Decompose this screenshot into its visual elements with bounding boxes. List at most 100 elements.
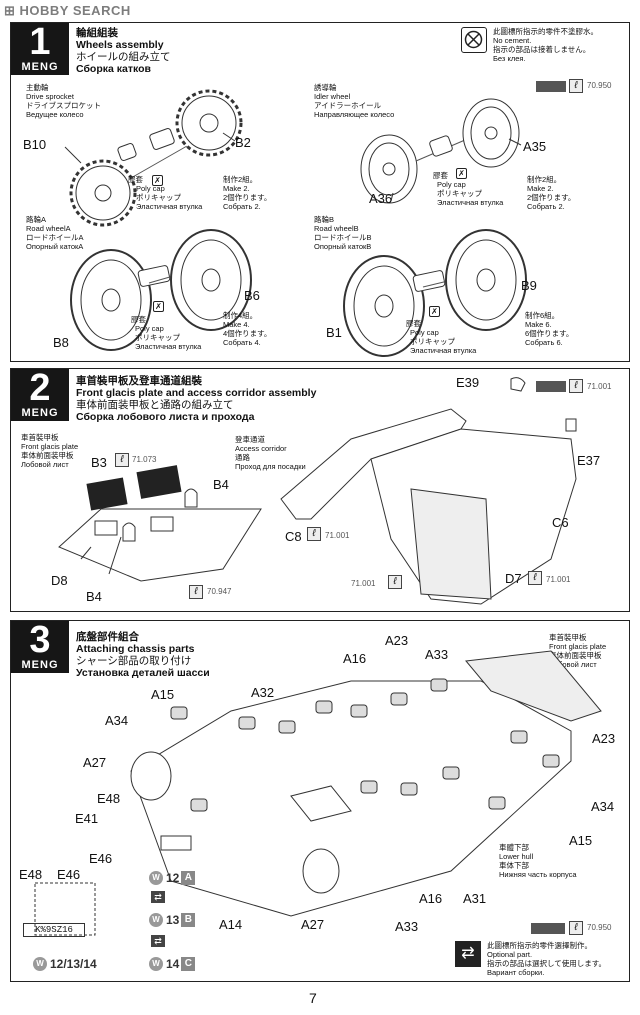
hull-hatch xyxy=(290,785,352,822)
part-c6: C6 xyxy=(552,515,569,530)
paint-icon: ℓ xyxy=(388,575,402,589)
part-a16: A16 xyxy=(419,891,443,906)
part-e37 xyxy=(565,418,577,432)
no-cement-note: 此圖標所指示的零件不塗膠水。No cement.指示の部品は接着しません。Без… xyxy=(493,27,598,63)
sprocket-b10 xyxy=(69,159,137,227)
part-b8: B8 xyxy=(53,335,69,350)
page-number: 7 xyxy=(309,990,317,1006)
corridor-d7 xyxy=(410,488,492,600)
part-a27: A27 xyxy=(83,755,107,770)
brand-logo: MENG xyxy=(21,659,59,671)
brand-logo: MENG xyxy=(21,61,59,73)
paint-code: 71.001 xyxy=(325,531,350,540)
part-b3-left xyxy=(86,477,128,511)
part-b4: B4 xyxy=(213,477,229,492)
make-6-note: 制作6組。Make 6.6個作ります。Собрать 6. xyxy=(525,311,574,347)
part-b1: B1 xyxy=(326,325,342,340)
paint-icon: ℓ xyxy=(528,571,542,585)
paint-icon: ℓ xyxy=(115,453,129,467)
idler-a36 xyxy=(360,134,418,204)
part-a34: A34 xyxy=(105,713,129,728)
paint-swatch-bar xyxy=(536,81,566,92)
detail-box xyxy=(34,882,96,936)
paint-code: 70.950 xyxy=(587,923,612,932)
part-b2: B2 xyxy=(235,135,251,150)
no-cement-icon: ✗ xyxy=(152,175,163,186)
paint-code: 70.947 xyxy=(207,587,232,596)
part-b3-right xyxy=(136,465,182,499)
part-e39: E39 xyxy=(456,375,480,390)
optional-icon: ⇄ xyxy=(151,935,165,947)
part-a36: A36 xyxy=(369,191,393,206)
paint-icon: ℓ xyxy=(307,527,321,541)
w-icon: W xyxy=(149,957,163,971)
license-plate: K%9SZ16 xyxy=(23,923,85,937)
step-number: 1 xyxy=(29,22,51,63)
glacis-plate xyxy=(465,650,602,722)
road-wheel-b8 xyxy=(70,249,152,351)
sprocket-b2 xyxy=(175,89,243,157)
step-number: 3 xyxy=(29,620,51,661)
part-a15: A15 xyxy=(151,687,175,702)
part-b3: B3 xyxy=(91,455,107,470)
part-a27-left xyxy=(130,751,172,801)
part-b6: B6 xyxy=(244,288,260,303)
paint-icon: ℓ xyxy=(569,921,583,935)
paint-icon: ℓ xyxy=(189,585,203,599)
part-e41: E41 xyxy=(75,811,99,826)
paint-swatch-bar xyxy=(536,381,566,392)
step-number: 2 xyxy=(29,368,51,409)
part-e37: E37 xyxy=(577,453,601,468)
idler-a35 xyxy=(462,98,520,168)
no-cement-icon xyxy=(461,27,487,53)
paint-code: 71.001 xyxy=(587,382,612,391)
part-a15: A15 xyxy=(569,833,593,848)
hobby-search-watermark: ⊞ HOBBY SEARCH xyxy=(4,3,131,18)
part-a35: A35 xyxy=(523,139,547,154)
part-a34: A34 xyxy=(591,799,615,814)
road-wheel-b1 xyxy=(343,255,425,357)
part-a14: A14 xyxy=(219,917,243,932)
step-1-badge: 1 MENG xyxy=(11,23,69,75)
wheels-drawing xyxy=(64,89,527,357)
part-a27: A27 xyxy=(301,917,325,932)
no-cement-icon: ✗ xyxy=(153,301,164,312)
part-b4: B4 xyxy=(86,589,102,604)
part-e46: E46 xyxy=(89,851,113,866)
part-e46: E46 xyxy=(57,867,81,882)
make-2-note: 制作2組。Make 2.2個作ります。Собрать 2. xyxy=(223,175,272,211)
road-wheel-b6 xyxy=(170,229,252,331)
part-d8: D8 xyxy=(51,573,68,588)
w-icon: W xyxy=(149,913,163,927)
make-4-note: 制作4組。Make 4.4個作ります。Собрать 4. xyxy=(223,311,272,347)
part-a16: A16 xyxy=(343,651,367,666)
no-cement-icon: ✗ xyxy=(429,306,440,317)
paint-code: 71.073 xyxy=(132,455,157,464)
paint-code: 71.001 xyxy=(351,579,376,588)
part-b10: B10 xyxy=(23,137,47,152)
optional-part-note: 此圖標所指示的零件選擇制作。Optional part.指示の部品は選択して使用… xyxy=(487,941,607,977)
chassis-drawing xyxy=(34,650,602,936)
part-a23: A23 xyxy=(385,633,409,648)
paint-icon: ℓ xyxy=(569,79,583,93)
w-icon: W xyxy=(149,871,163,885)
optional-icon: ⇄ xyxy=(151,891,165,903)
paint-code: 71.001 xyxy=(546,575,571,584)
part-e39 xyxy=(510,377,526,392)
